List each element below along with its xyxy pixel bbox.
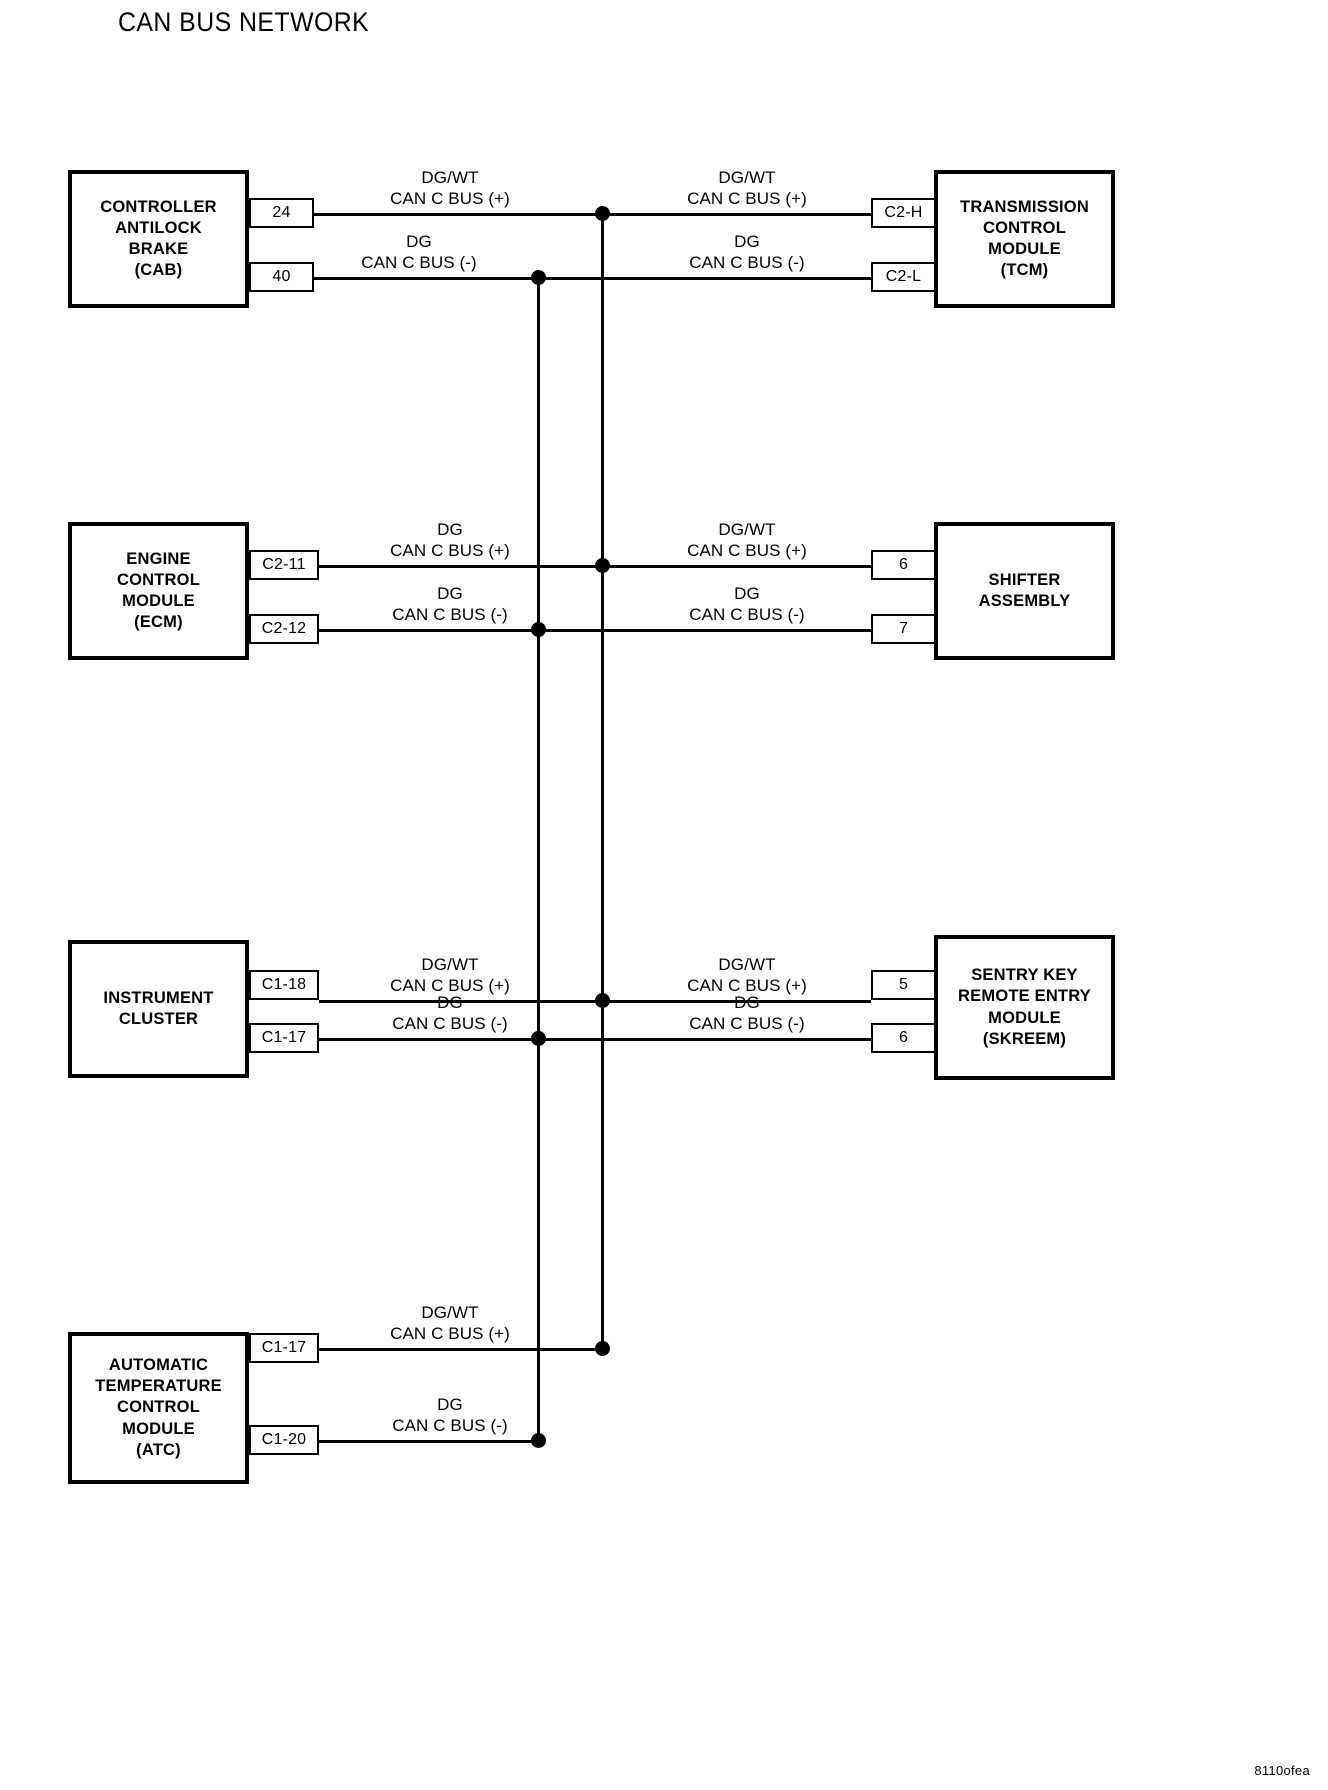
junction-dot-positive-row3 [595,993,610,1008]
pin-shifter-plus-label: 6 [898,556,909,573]
module-instrument-cluster: INSTRUMENT CLUSTER [68,940,249,1078]
junction-dot-positive-row4 [595,1341,610,1356]
junction-dot-negative-row1 [531,270,546,285]
wire-row1-minus [314,277,871,280]
pin-skreem-plus: 5 [871,970,936,1000]
wire-label-row1-left-plus: DG/WT CAN C BUS (+) [390,168,510,208]
pin-skreem-plus-label: 5 [898,976,909,993]
wire-label-row2-right-plus: DG/WT CAN C BUS (+) [687,520,807,560]
wire-row2-minus [319,629,871,632]
wire-label-row3-left-minus: DG CAN C BUS (-) [392,993,508,1033]
pin-cluster-plus: C1-18 [249,970,319,1000]
wire-row4-plus [319,1348,603,1351]
wire-label-row2-left-minus: DG CAN C BUS (-) [392,584,508,624]
wire-label-row2-right-minus: DG CAN C BUS (-) [689,584,805,624]
pin-atc-minus-label: C1-20 [261,1431,307,1448]
module-cab-label: CONTROLLER ANTILOCK BRAKE (CAB) [100,197,217,280]
pin-cluster-minus-label: C1-17 [261,1029,307,1046]
module-atc-label: AUTOMATIC TEMPERATURE CONTROL MODULE (AT… [95,1356,222,1459]
reference-code: 8110ofea [1254,1763,1310,1778]
junction-dot-negative-row3 [531,1031,546,1046]
wire-label-row3-left-plus: DG/WT CAN C BUS (+) [390,955,510,995]
wire-label-row1-right-plus: DG/WT CAN C BUS (+) [687,168,807,208]
module-shifter: SHIFTER ASSEMBLY [934,522,1115,660]
wire-row1-plus [314,213,871,216]
pin-shifter-minus-label: 7 [898,620,909,637]
pin-ecm-minus: C2-12 [249,614,319,644]
junction-dot-positive-row1 [595,206,610,221]
pin-atc-minus: C1-20 [249,1425,319,1455]
pin-tcm-plus: C2-H [871,198,936,228]
module-ecm: ENGINE CONTROL MODULE (ECM) [68,522,249,660]
bus-trunk-negative [537,277,540,1440]
pin-tcm-minus: C2-L [871,262,936,292]
wire-label-row1-left-minus: DG CAN C BUS (-) [361,232,477,272]
module-cab: CONTROLLER ANTILOCK BRAKE (CAB) [68,170,249,308]
module-instrument-cluster-label: INSTRUMENT CLUSTER [103,988,214,1028]
pin-shifter-plus: 6 [871,550,936,580]
wire-label-row3-right-minus: DG CAN C BUS (-) [689,993,805,1033]
module-skreem: SENTRY KEY REMOTE ENTRY MODULE (SKREEM) [934,935,1115,1080]
bus-trunk-positive [601,213,604,1348]
pin-cab-minus: 40 [249,262,314,292]
junction-dot-positive-row2 [595,558,610,573]
pin-tcm-plus-label: C2-H [884,204,923,221]
wire-label-row1-right-minus: DG CAN C BUS (-) [689,232,805,272]
junction-dot-negative-row2 [531,622,546,637]
module-ecm-label: ENGINE CONTROL MODULE (ECM) [117,549,200,632]
pin-skreem-minus-label: 6 [898,1029,909,1046]
page-title: CAN BUS NETWORK [118,7,370,37]
pin-tcm-minus-label: C2-L [885,268,922,285]
pin-atc-plus: C1-17 [249,1333,319,1363]
module-tcm: TRANSMISSION CONTROL MODULE (TCM) [934,170,1115,308]
pin-ecm-plus-label: C2-11 [262,556,306,573]
pin-cab-plus: 24 [249,198,314,228]
wire-row4-minus [319,1440,539,1443]
pin-skreem-minus: 6 [871,1023,936,1053]
module-tcm-label: TRANSMISSION CONTROL MODULE (TCM) [960,197,1089,280]
module-shifter-label: SHIFTER ASSEMBLY [978,570,1071,610]
pin-cluster-minus: C1-17 [249,1023,319,1053]
pin-atc-plus-label: C1-17 [261,1339,307,1356]
wire-label-row4-left-plus: DG/WT CAN C BUS (+) [390,1303,510,1343]
pin-shifter-minus: 7 [871,614,936,644]
pin-cab-minus-label: 40 [272,268,291,285]
pin-cab-plus-label: 24 [272,204,291,221]
pin-ecm-minus-label: C2-12 [261,620,307,637]
wire-label-row3-right-plus: DG/WT CAN C BUS (+) [687,955,807,995]
wire-row3-minus [319,1038,871,1041]
wire-label-row2-left-plus: DG CAN C BUS (+) [390,520,510,560]
module-atc: AUTOMATIC TEMPERATURE CONTROL MODULE (AT… [68,1332,249,1484]
pin-ecm-plus: C2-11 [249,550,319,580]
wire-label-row4-left-minus: DG CAN C BUS (-) [392,1395,508,1435]
junction-dot-negative-row4 [531,1433,546,1448]
module-skreem-label: SENTRY KEY REMOTE ENTRY MODULE (SKREEM) [958,966,1091,1048]
pin-cluster-plus-label: C1-18 [261,976,307,993]
